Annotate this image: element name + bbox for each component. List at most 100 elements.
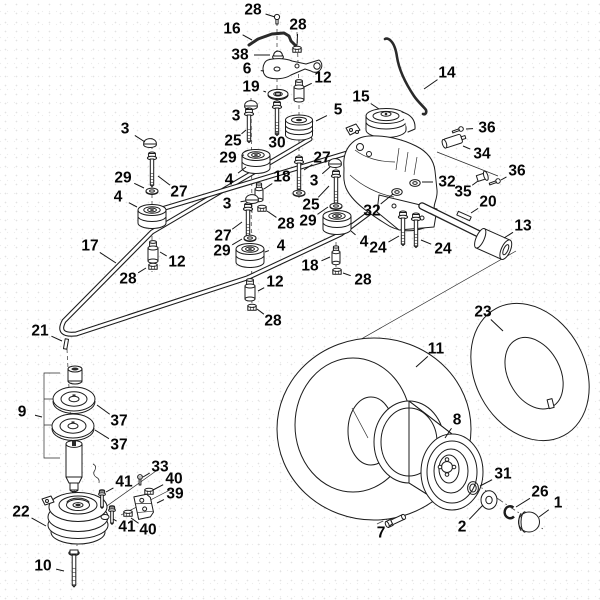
callout-29: 29 <box>219 150 237 167</box>
callout-3: 3 <box>232 108 241 125</box>
callout-28: 28 <box>289 17 307 34</box>
flange-nut <box>391 188 403 196</box>
callout-19: 19 <box>242 79 260 96</box>
callout-leader-12 <box>257 287 265 292</box>
mount-bracket <box>43 372 60 459</box>
flat-washer <box>480 490 498 510</box>
callout-leader-32 <box>380 193 394 205</box>
callout-leader-2 <box>468 504 484 520</box>
transmission-housing <box>343 123 438 232</box>
callout-7: 7 <box>377 525 386 542</box>
callout-4: 4 <box>114 189 123 206</box>
idler-pulley <box>137 204 167 229</box>
transmission-assembly <box>343 37 513 260</box>
callout-9: 9 <box>18 404 27 421</box>
o-ring <box>467 481 479 495</box>
callout-37: 37 <box>110 413 127 430</box>
callout-3: 3 <box>121 121 130 138</box>
callout-leader-24 <box>420 239 432 245</box>
callout-29: 29 <box>299 213 317 230</box>
callout-leader-29 <box>231 238 243 246</box>
callout-leader-4 <box>350 230 356 236</box>
valve-stem <box>384 513 406 528</box>
callout-28: 28 <box>354 272 372 289</box>
callout-5: 5 <box>334 102 343 119</box>
electric-clutch-group <box>41 463 154 588</box>
idler-pulley <box>235 243 265 268</box>
rod <box>247 31 298 48</box>
callout-leader-29 <box>134 182 145 189</box>
callout-35: 35 <box>454 184 472 201</box>
nut <box>144 487 154 495</box>
callout-15: 15 <box>352 89 370 106</box>
callout-41: 41 <box>115 474 133 491</box>
callout-33: 33 <box>151 459 169 476</box>
callout-28: 28 <box>119 271 137 288</box>
nut <box>292 45 302 53</box>
callout-leader-28 <box>342 272 351 277</box>
callout-leader-11 <box>415 355 429 368</box>
callout-leader-24 <box>388 235 400 243</box>
callout-leader-16 <box>242 34 253 41</box>
callout-13: 13 <box>514 218 532 235</box>
callout-leader-29 <box>317 206 329 215</box>
spacer <box>293 79 305 103</box>
callout-leader-23 <box>490 319 504 332</box>
callout-leader-17 <box>99 251 117 264</box>
e-clip <box>503 505 515 520</box>
callout-leader-19 <box>263 90 267 93</box>
callout-36: 36 <box>508 163 526 180</box>
axle-shaft <box>418 202 485 239</box>
callout-leader-22 <box>31 517 47 527</box>
callout-leader-13 <box>503 231 514 239</box>
interlock-switch <box>441 133 467 149</box>
nut <box>123 509 133 517</box>
wire-lead <box>92 463 100 484</box>
callout-38: 38 <box>231 47 249 64</box>
callout-12: 12 <box>266 274 283 291</box>
electric-clutch <box>41 492 110 545</box>
callout-leader-4 <box>128 202 138 208</box>
callout-17: 17 <box>81 238 98 255</box>
callout-leader-9 <box>34 414 43 418</box>
axle-end-parts <box>384 481 540 533</box>
callout-leader-28 <box>266 210 277 218</box>
callout-leader-26 <box>515 497 531 508</box>
callout-4: 4 <box>277 238 286 255</box>
callout-25: 25 <box>302 197 320 214</box>
callout-leader-4 <box>264 250 270 253</box>
callout-leader-1 <box>538 509 550 518</box>
callout-leader-28 <box>256 308 265 315</box>
plug <box>475 170 489 182</box>
bolt <box>108 505 116 525</box>
callout-39: 39 <box>166 486 184 503</box>
callout-leader-12 <box>303 82 312 88</box>
idler-stack-b <box>241 100 271 212</box>
callout-leader-18 <box>263 183 273 190</box>
callout-36: 36 <box>478 120 496 137</box>
callout-40: 40 <box>165 471 182 488</box>
callout-leader-3 <box>134 134 146 143</box>
screw <box>488 178 501 186</box>
bolt <box>271 100 283 137</box>
callout-leader-27 <box>303 164 313 171</box>
washer <box>267 88 289 101</box>
callout-leader-28 <box>296 33 299 46</box>
callout-leader-21 <box>51 335 63 342</box>
callout-leader-5 <box>315 115 328 122</box>
anti-rotation-bracket <box>133 493 154 520</box>
callout-leader-27 <box>231 221 243 230</box>
transmission-pulley <box>365 108 407 138</box>
callout-leader-15 <box>370 103 380 110</box>
callout-37: 37 <box>110 437 127 454</box>
callout-leader-20 <box>470 207 479 214</box>
callout-32: 32 <box>363 203 380 220</box>
callout-14: 14 <box>438 65 456 82</box>
callout-18: 18 <box>273 169 291 186</box>
callout-leader-8 <box>444 427 452 439</box>
clutch-bracket-group <box>43 338 96 499</box>
drive-hub-shaft <box>65 440 83 499</box>
callout-32: 32 <box>438 174 455 191</box>
